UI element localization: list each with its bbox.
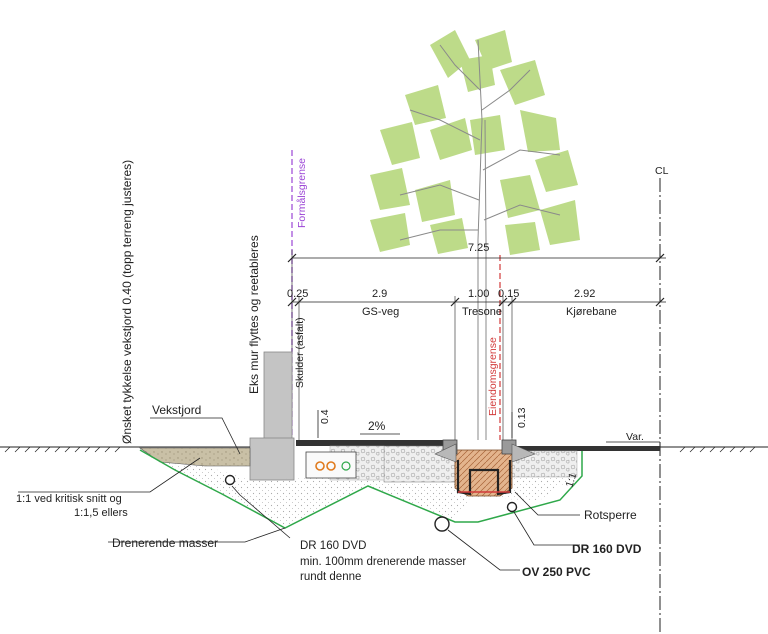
asphalt-kjorebane — [512, 446, 660, 451]
dim-total: 7.25 — [468, 242, 489, 254]
dr160-left-line3: rundt denne — [300, 571, 361, 583]
zone-gsveg: GS-veg — [362, 306, 399, 318]
existing-terrain — [0, 446, 768, 453]
ov250-label: OV 250 PVC — [522, 565, 591, 579]
eks-mur-label: Eks mur flyttes og reetableres — [247, 235, 261, 394]
vekstjord-layer — [139, 447, 251, 467]
existing-wall — [263, 351, 293, 448]
dr160-left-pipe-icon — [224, 474, 236, 486]
slope-1-1: 1:1 — [563, 471, 579, 489]
eiendomsgrense-label: Eiendomsgrense — [487, 337, 499, 416]
dr160-left-line2: min. 100mm drenerende masser — [300, 556, 466, 568]
onsket-label: Ønsket tykkelse vekstjord 0.40 (topp ter… — [120, 160, 134, 444]
tree-illustration — [370, 30, 580, 440]
dr160-right-pipe-icon — [506, 501, 518, 513]
dr160-left-line1: DR 160 DVD — [300, 540, 366, 552]
skulder-label: Skulder (asfalt) — [294, 317, 306, 388]
cable-pipe-icon — [315, 461, 325, 471]
kritisk-line1: 1:1 ved kritisk snitt og — [16, 493, 122, 505]
zone-tresone: Tresone — [462, 306, 502, 318]
cable-pipe-icon — [341, 461, 351, 471]
slope-2pct: 2% — [368, 419, 386, 433]
height-04: 0.4 — [319, 409, 331, 424]
dim-gsveg: 2.9 — [372, 288, 387, 300]
dim-skulder: 0.25 — [287, 288, 308, 300]
vekstjord-label: Vekstjord — [152, 403, 201, 417]
leader-lines — [18, 417, 580, 571]
excavation-outline — [139, 449, 583, 529]
height-013: 0.13 — [516, 407, 528, 428]
var-label: Var. — [626, 431, 644, 443]
formalsgrense-label: Formålsgrense — [296, 158, 308, 228]
dr160-right-label: DR 160 DVD — [572, 542, 642, 556]
cable-pipe-icon — [326, 461, 336, 471]
asphalt-gsveg — [296, 440, 456, 446]
ov250-pipe-icon — [434, 516, 450, 532]
kritisk-line2: 1:1,5 ellers — [74, 507, 128, 519]
dim-kjorebane: 2.92 — [574, 288, 595, 300]
rotsperre-label: Rotsperre — [584, 508, 637, 522]
dimension-lines: 7.25 0.25 2.9 1.00 0.15 2.92 GS-veg Tres… — [287, 242, 666, 440]
zone-kjorebane: Kjørebane — [566, 306, 617, 318]
root-zone — [454, 449, 513, 497]
dim-tresone-b: 0.15 — [498, 288, 519, 300]
drenerende-label: Drenerende masser — [112, 536, 218, 550]
dim-tresone: 1.00 — [468, 288, 489, 300]
wall-footing — [249, 437, 295, 481]
cable-trench — [305, 451, 357, 479]
cl-label: CL — [655, 165, 669, 177]
